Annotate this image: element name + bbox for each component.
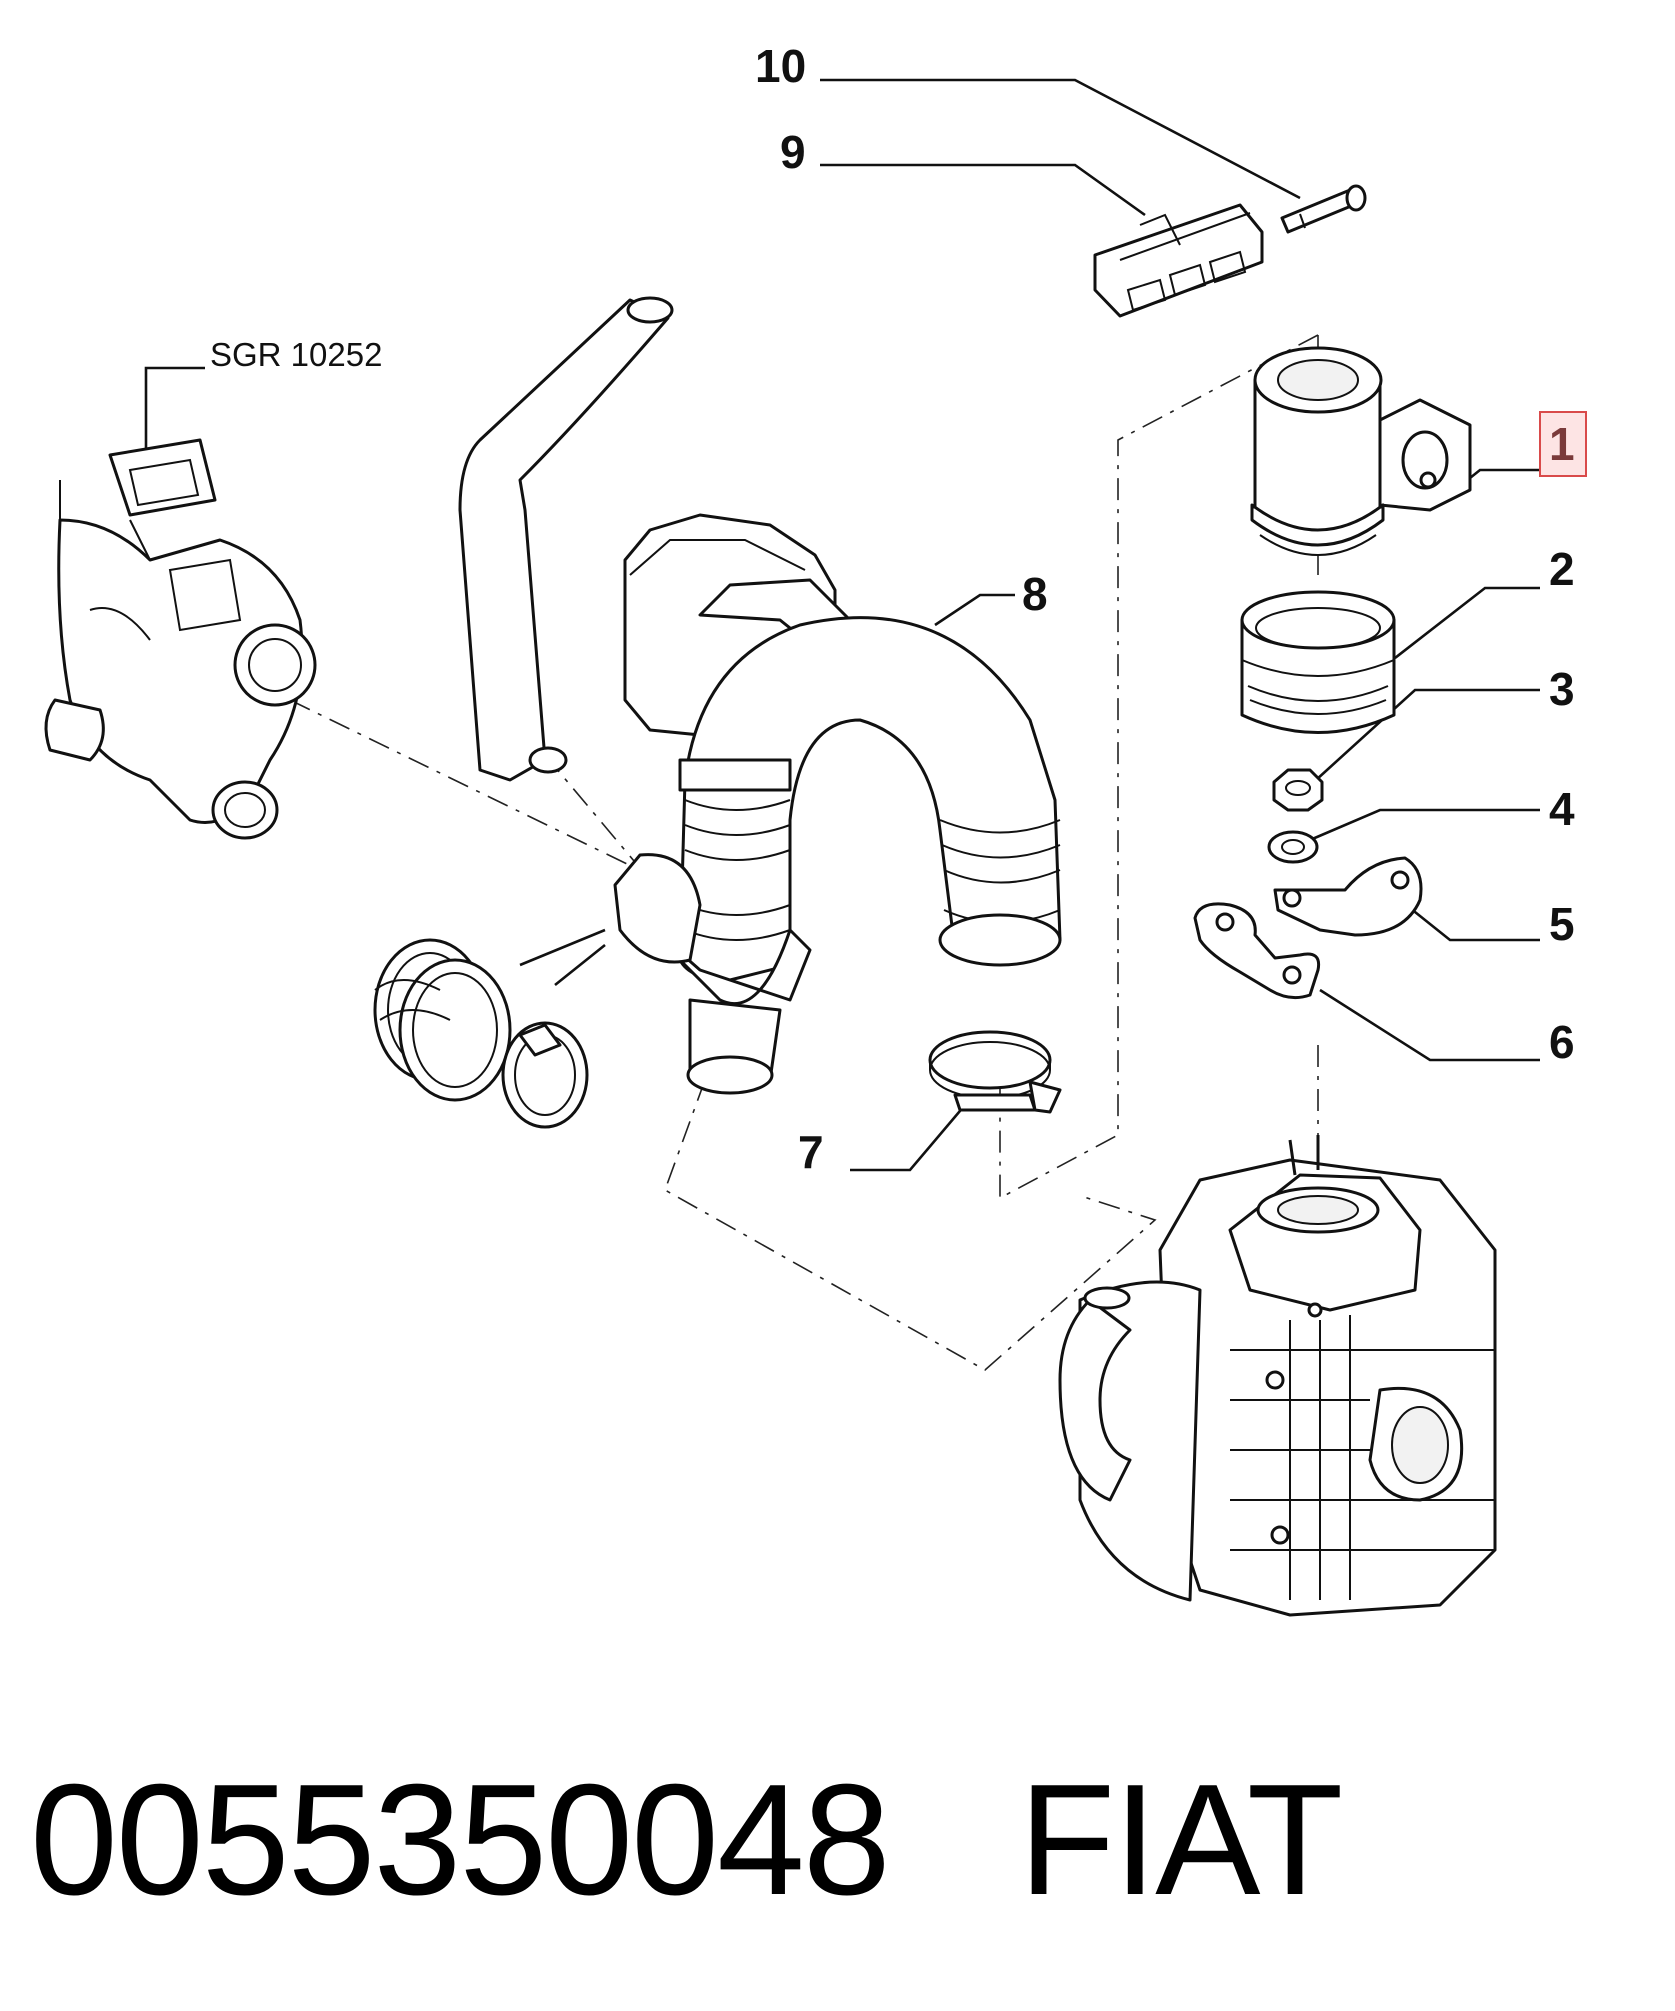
callout-8: 8 — [1022, 568, 1048, 620]
hose — [458, 296, 674, 782]
callout-3: 3 — [1549, 663, 1575, 715]
part-8-duct — [613, 513, 1062, 1095]
callout-6: 6 — [1549, 1016, 1575, 1068]
reference-label: SGR 10252 — [210, 336, 382, 373]
callout-4: 4 — [1549, 783, 1575, 835]
callout-9: 9 — [780, 126, 806, 178]
loose-rings — [373, 938, 589, 1129]
part-5-bracket — [1273, 856, 1423, 937]
callout-labels: 10 9 SGR 10252 1 8 2 3 4 5 6 7 — [210, 40, 1587, 1178]
part-9-connector — [1093, 203, 1264, 318]
part-2-sleeve — [1240, 590, 1396, 734]
turbocharger — [44, 438, 317, 840]
highlight-box — [1539, 411, 1587, 477]
parts-diagram: 10 9 SGR 10252 1 8 2 3 4 5 6 7 — [44, 40, 1587, 1617]
part-3-nut — [1272, 768, 1324, 812]
part-10-terminal — [1280, 184, 1367, 234]
callout-10: 10 — [755, 40, 806, 92]
callout-7: 7 — [798, 1126, 824, 1178]
part-number: 0055350048 — [30, 1752, 891, 1928]
leader-lines — [144, 78, 1540, 1172]
brand-name: FIAT — [1018, 1752, 1344, 1928]
part-6-gasket — [1193, 902, 1321, 1000]
intake-manifold — [1058, 1135, 1497, 1617]
part-4-washer — [1267, 830, 1319, 864]
callout-5: 5 — [1549, 898, 1575, 950]
part-7-clamp — [928, 1030, 1062, 1114]
caption: 0055350048 FIAT — [30, 1745, 1344, 1935]
callout-1: 1 — [1549, 418, 1575, 470]
callout-2: 2 — [1549, 543, 1575, 595]
assembly-lines — [289, 334, 1319, 1371]
part-1-flowmeter — [1250, 346, 1472, 556]
